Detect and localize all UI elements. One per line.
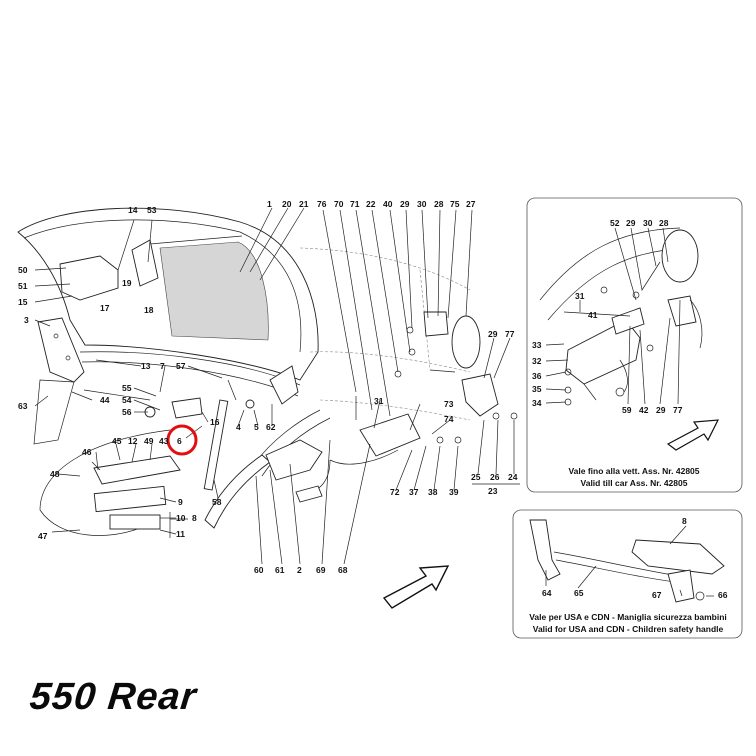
trunk-lid-assembly xyxy=(17,207,518,536)
label-74: 74 xyxy=(444,414,454,424)
label-4: 4 xyxy=(236,422,241,432)
inset-top-label-52: 52 xyxy=(610,218,620,228)
inset-bottom-caption-en: Valid for USA and CDN - Children safety … xyxy=(533,624,724,634)
inset-top-label-32: 32 xyxy=(532,356,542,366)
label-55: 55 xyxy=(122,383,132,393)
label-45: 45 xyxy=(112,436,122,446)
page-title: 550 Rear xyxy=(27,676,199,718)
inset-bottom-caption-it: Vale per USA e CDN - Maniglia sicurezza … xyxy=(529,612,727,622)
main-part-labels: 14 53 1 20 21 76 70 71 22 40 29 30 28 75… xyxy=(18,199,520,575)
label-51: 51 xyxy=(18,281,28,291)
inset-bottom-label-8: 8 xyxy=(682,516,687,526)
label-62: 62 xyxy=(266,422,276,432)
direction-arrow-inset-top xyxy=(666,419,720,451)
label-8: 8 xyxy=(192,513,197,523)
label-14: 14 xyxy=(128,205,138,215)
direction-arrow-main xyxy=(382,565,450,609)
label-29b: 29 xyxy=(488,329,498,339)
label-60: 60 xyxy=(254,565,264,575)
inset-top-label-29: 29 xyxy=(626,218,636,228)
label-16: 16 xyxy=(210,417,220,427)
label-57: 57 xyxy=(176,361,186,371)
label-63: 63 xyxy=(18,401,28,411)
inset-top-caption-en: Valid till car Ass. Nr. 42805 xyxy=(581,478,688,488)
label-10: 10 xyxy=(176,513,186,523)
inset-top-label-33: 33 xyxy=(532,340,542,350)
label-50: 50 xyxy=(18,265,28,275)
label-69: 69 xyxy=(316,565,326,575)
inset-bottom: 8 64 65 67 66 Vale per USA e CDN - Manig… xyxy=(512,509,743,639)
label-49: 49 xyxy=(144,436,154,446)
label-29: 29 xyxy=(400,199,410,209)
label-18: 18 xyxy=(144,305,154,315)
label-71: 71 xyxy=(350,199,360,209)
label-72: 72 xyxy=(390,487,400,497)
main-leader-lines xyxy=(34,207,515,565)
inset-top-label-36: 36 xyxy=(532,371,542,381)
label-20: 20 xyxy=(282,199,292,209)
label-13: 13 xyxy=(141,361,151,371)
label-37: 37 xyxy=(409,487,419,497)
inset-bottom-label-67: 67 xyxy=(652,590,662,600)
label-19: 19 xyxy=(122,278,132,288)
label-5: 5 xyxy=(254,422,259,432)
label-23: 23 xyxy=(488,486,498,496)
label-12: 12 xyxy=(128,436,138,446)
label-28: 28 xyxy=(434,199,444,209)
inset-top-label-77: 77 xyxy=(673,405,683,415)
label-3: 3 xyxy=(24,315,29,325)
inset-top-label-29b: 29 xyxy=(656,405,666,415)
label-43: 43 xyxy=(159,436,169,446)
inset-bottom-label-66: 66 xyxy=(718,590,728,600)
label-24: 24 xyxy=(508,472,518,482)
label-21: 21 xyxy=(299,199,309,209)
inset-top-label-28: 28 xyxy=(659,218,669,228)
highlight-circle xyxy=(166,424,198,456)
label-30: 30 xyxy=(417,199,427,209)
label-44: 44 xyxy=(100,395,110,405)
inset-top-label-59: 59 xyxy=(622,405,632,415)
label-61: 61 xyxy=(275,565,285,575)
label-75: 75 xyxy=(450,199,460,209)
label-2: 2 xyxy=(297,565,302,575)
label-7: 7 xyxy=(160,361,165,371)
label-58: 58 xyxy=(212,497,222,507)
label-48: 48 xyxy=(50,469,60,479)
label-6: 6 xyxy=(177,436,182,446)
label-22: 22 xyxy=(366,199,376,209)
inset-top-label-34: 34 xyxy=(532,398,542,408)
label-46: 46 xyxy=(82,447,92,457)
label-1: 1 xyxy=(267,199,272,209)
label-68: 68 xyxy=(338,565,348,575)
label-17: 17 xyxy=(100,303,110,313)
label-40: 40 xyxy=(383,199,393,209)
inset-bottom-label-64: 64 xyxy=(542,588,552,598)
label-25: 25 xyxy=(471,472,481,482)
label-53: 53 xyxy=(147,205,157,215)
inset-top-caption-it: Vale fino alla vett. Ass. Nr. 42805 xyxy=(568,466,699,476)
label-26: 26 xyxy=(490,472,500,482)
label-39: 39 xyxy=(449,487,459,497)
label-73: 73 xyxy=(444,399,454,409)
label-77: 77 xyxy=(505,329,515,339)
label-38: 38 xyxy=(428,487,438,497)
label-11: 11 xyxy=(176,529,185,539)
label-76: 76 xyxy=(317,199,327,209)
label-70: 70 xyxy=(334,199,344,209)
inset-top-label-35: 35 xyxy=(532,384,542,394)
label-31: 31 xyxy=(374,396,384,406)
label-27: 27 xyxy=(466,199,476,209)
inset-top-label-31: 31 xyxy=(575,291,585,301)
inset-top-label-30: 30 xyxy=(643,218,653,228)
inset-top: 52 29 30 28 31 41 33 32 36 35 34 59 42 2… xyxy=(526,197,743,493)
inset-top-label-41: 41 xyxy=(588,310,598,320)
label-9: 9 xyxy=(178,497,183,507)
label-15: 15 xyxy=(18,297,28,307)
label-54: 54 xyxy=(122,395,132,405)
inset-bottom-label-65: 65 xyxy=(574,588,584,598)
inset-top-label-42: 42 xyxy=(639,405,649,415)
label-56: 56 xyxy=(122,407,132,417)
label-47: 47 xyxy=(38,531,48,541)
